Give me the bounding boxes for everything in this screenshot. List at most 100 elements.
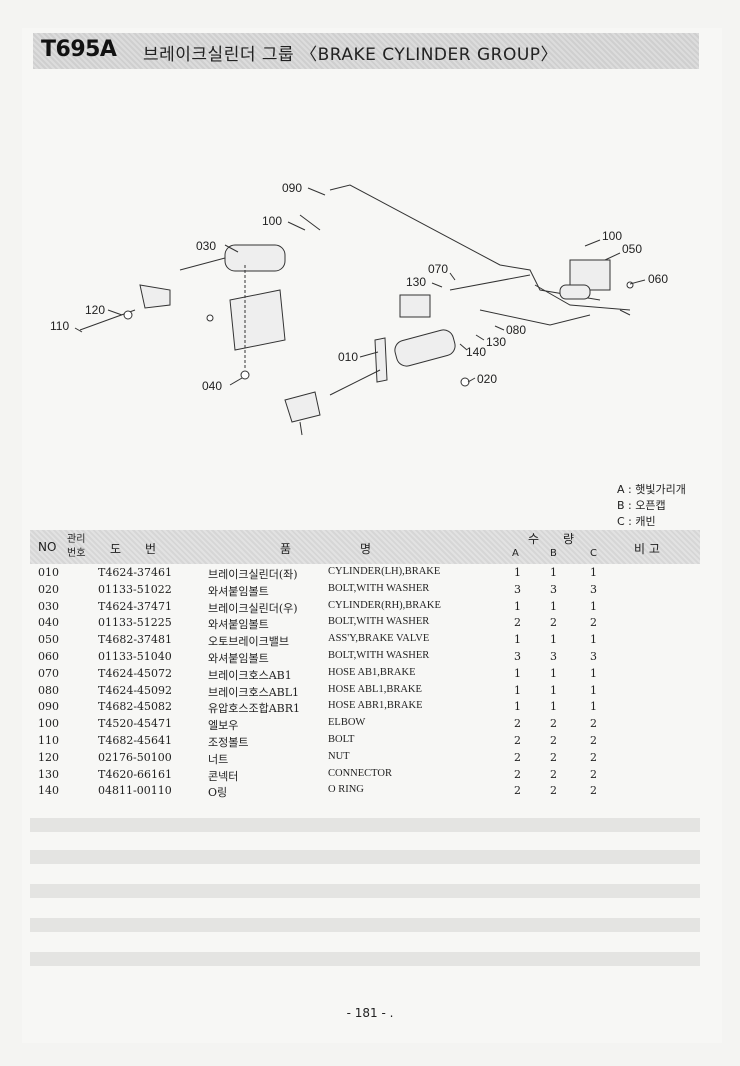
table-row: 130 T4620-66161 콘넥터 CONNECTOR 2 2 2: [30, 768, 700, 785]
callout-010: 010: [338, 350, 358, 364]
cell-no: 140: [38, 784, 59, 798]
cell-part-no: T4620-66161: [98, 767, 173, 781]
table-row: 010 T4624-37461 브레이크실린더(좌) CYLINDER(LH),…: [30, 566, 700, 583]
parts-table-body: 010 T4624-37461 브레이크실린더(좌) CYLINDER(LH),…: [30, 566, 700, 801]
cell-qty-b: 2: [550, 733, 557, 747]
table-row: 070 T4624-45072 브레이크호스AB1 HOSE AB1,BRAKE…: [30, 667, 700, 684]
cell-part-no: T4520-45471: [98, 717, 173, 731]
clevis-rh: [139, 284, 171, 309]
callout-100-right: 100: [602, 229, 622, 243]
cell-qty-b: 2: [550, 767, 557, 781]
cell-qty-b: 1: [550, 633, 557, 647]
cell-qty-c: 3: [590, 582, 597, 596]
cell-name-ko: 브레이크호스ABL1: [208, 685, 300, 699]
cell-qty-a: 2: [514, 733, 521, 747]
cell-name-en: ASS'Y,BRAKE VALVE: [328, 633, 430, 645]
cell-qty-a: 1: [514, 683, 521, 697]
table-row: 060 01133-51040 와셔붙임볼트 BOLT,WITH WASHER …: [30, 650, 700, 667]
cell-name-ko: 콘넥터: [208, 769, 239, 783]
header-mgmt-top: 관리: [67, 534, 86, 545]
cell-name-en: O RING: [328, 784, 364, 796]
cell-qty-a: 2: [514, 784, 521, 798]
cell-part-no: T4624-37461: [98, 566, 173, 579]
cell-name-en: BOLT,WITH WASHER: [328, 582, 430, 594]
table-row: 030 T4624-37471 브레이크실린더(우) CYLINDER(RH),…: [30, 600, 700, 617]
table-row: 080 T4624-45092 브레이크호스ABL1 HOSE ABL1,BRA…: [30, 684, 700, 701]
cell-no: 130: [38, 767, 59, 781]
cell-name-ko: 와셔붙임볼트: [208, 651, 269, 665]
cell-name-en: CYLINDER(LH),BRAKE: [328, 566, 441, 577]
table-row: 090 T4682-45082 유압호스조합ABR1 HOSE ABR1,BRA…: [30, 700, 700, 717]
page-number: - 181 - .: [346, 1006, 394, 1020]
cell-qty-c: 2: [590, 784, 597, 798]
cell-no: 060: [38, 649, 59, 663]
cell-no: 120: [38, 750, 59, 764]
header-name-b: 명: [360, 542, 372, 556]
cell-qty-a: 2: [514, 717, 521, 731]
cell-name-en: ELBOW: [328, 717, 366, 729]
diagram-drawing: 090 100 030 120 110 040 100 050 060 070 …: [50, 181, 668, 436]
cell-qty-b: 3: [550, 649, 557, 663]
cell-no: 020: [38, 582, 59, 596]
header-no: NO: [38, 540, 57, 554]
callout-030: 030: [196, 239, 216, 253]
callout-130-lower: 130: [486, 335, 506, 349]
empty-row-band: [30, 884, 700, 898]
empty-row-band: [30, 918, 700, 932]
cell-name-en: HOSE AB1,BRAKE: [328, 666, 416, 678]
cell-qty-c: 1: [590, 633, 597, 647]
table-row: 140 04811-00110 O링 O RING 2 2 2: [30, 784, 700, 801]
cell-no: 030: [38, 599, 59, 613]
cell-name-en: HOSE ABL1,BRAKE: [328, 683, 422, 695]
cell-qty-b: 2: [550, 616, 557, 630]
cell-qty-c: 1: [590, 666, 597, 680]
header-part-no: 도 번: [110, 542, 157, 556]
table-row: 100 T4520-45471 엘보우 ELBOW 2 2 2: [30, 717, 700, 734]
cell-qty-b: 3: [550, 582, 557, 596]
cell-qty-a: 2: [514, 616, 521, 630]
cell-qty-a: 2: [514, 767, 521, 781]
cell-qty-c: 3: [590, 649, 597, 663]
callout-060: 060: [648, 272, 668, 286]
cell-name-ko: 엘보우: [208, 719, 239, 733]
cell-name-ko: 브레이크호스AB1: [208, 668, 292, 682]
cell-part-no: T4682-37481: [98, 633, 173, 647]
cell-part-no: 02176-50100: [98, 750, 172, 764]
cell-qty-a: 1: [514, 700, 521, 714]
cell-qty-c: 1: [590, 566, 597, 579]
callout-120: 120: [85, 303, 105, 317]
cell-qty-a: 3: [514, 582, 521, 596]
callout-080: 080: [506, 323, 526, 337]
empty-row-band: [30, 818, 700, 832]
empty-row-band: [30, 952, 700, 966]
cell-qty-b: 2: [550, 784, 557, 798]
cell-name-ko: 브레이크실린더(좌): [208, 568, 298, 581]
cell-name-ko: O링: [208, 786, 228, 800]
cell-name-en: NUT: [328, 750, 350, 762]
cell-name-ko: 브레이크실린더(우): [208, 601, 298, 615]
cell-no: 070: [38, 666, 59, 680]
cell-part-no: 01133-51040: [98, 649, 172, 663]
header-remark: 비 고: [634, 542, 660, 556]
cell-part-no: 01133-51225: [98, 616, 172, 630]
header-qty-b: B: [550, 548, 557, 559]
parts-table-header: NO 관리 번호 도 번 품 명 수 량 A B C 비 고: [30, 530, 700, 564]
cylinder-lh: [394, 329, 456, 367]
cell-qty-c: 1: [590, 599, 597, 613]
hose-line: [534, 284, 631, 311]
callout-050: 050: [622, 242, 642, 256]
cell-qty-c: 2: [590, 733, 597, 747]
cell-part-no: T4624-37471: [98, 599, 173, 613]
header-qty: 수 량: [528, 532, 575, 546]
cell-name-ko: 유압호스조합ABR1: [208, 702, 301, 716]
cell-name-en: HOSE ABR1,BRAKE: [328, 700, 423, 712]
header-name-a: 품: [280, 542, 292, 556]
header-qty-c: C: [590, 548, 597, 559]
cell-part-no: T4624-45072: [98, 666, 173, 680]
hose-line: [449, 274, 531, 291]
cell-no: 090: [38, 700, 59, 714]
clevis-lh: [284, 391, 321, 423]
hose-line: [329, 184, 601, 301]
cell-name-en: BOLT,WITH WASHER: [328, 649, 430, 661]
hose-line: [299, 214, 321, 231]
